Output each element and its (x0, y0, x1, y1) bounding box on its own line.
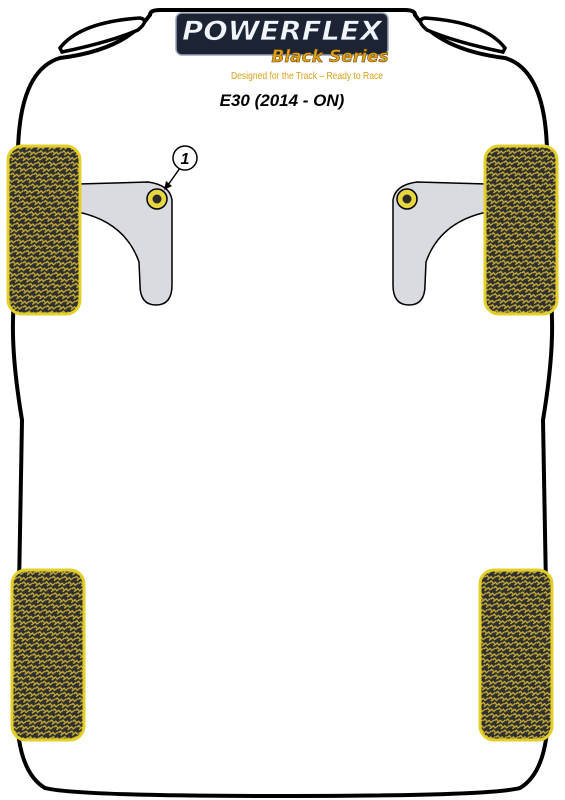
front-right-bush[interactable] (396, 188, 418, 210)
front-left-control-arm (77, 181, 173, 306)
car-body-outline (10, 8, 555, 799)
rear-left-wheel (10, 568, 86, 742)
brand-series: Black Series (271, 47, 388, 67)
front-right-control-arm (392, 181, 488, 306)
callout-leader (167, 167, 181, 186)
rear-right-wheel (478, 568, 554, 742)
brand-name: POWERFLEX (182, 16, 383, 47)
front-left-cap (57, 16, 147, 54)
front-right-wheel (483, 144, 559, 316)
model-title: E30 (2014 - ON) (220, 91, 345, 110)
callout-1-label: 1 (181, 151, 190, 168)
powerflex-logo: POWERFLEX Black Series (175, 12, 389, 67)
callout-arrowhead (164, 181, 172, 190)
front-right-cap (418, 16, 508, 54)
front-left-wheel (6, 144, 82, 316)
brand-tagline: Designed for the Track – Ready to Race (231, 70, 383, 82)
callout-1-circle[interactable] (172, 145, 198, 171)
front-left-bush[interactable] (146, 188, 168, 210)
logo-backplate (175, 12, 389, 56)
